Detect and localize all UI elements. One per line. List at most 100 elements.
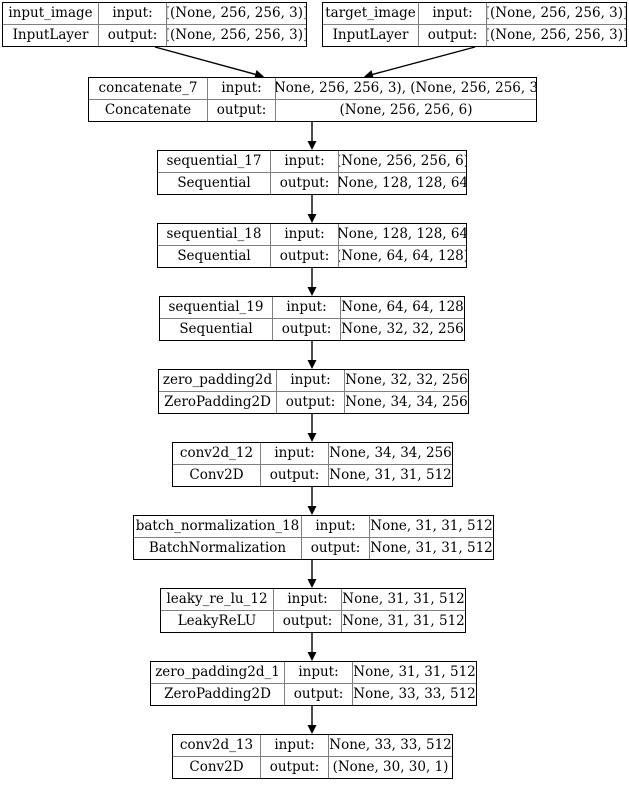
node-layer-class: ZeroPadding2D	[151, 684, 285, 705]
node-layer-name: zero_padding2d	[159, 370, 277, 391]
node-layer-class: LeakyReLU	[161, 611, 274, 632]
node-layer-name: concatenate_7	[89, 78, 208, 99]
node-layer-class: InputLayer	[323, 25, 419, 46]
node-layer-name: conv2d_12	[173, 443, 261, 464]
node-input-label: input:	[271, 224, 339, 245]
node-input-label: input:	[261, 443, 329, 464]
node-layer-class: BatchNormalization	[134, 538, 302, 559]
node-layer-class: ZeroPadding2D	[159, 392, 277, 413]
node-layer-name: zero_padding2d_1	[151, 662, 285, 683]
node-input-shape: [(None, 256, 256, 3)]	[487, 4, 626, 21]
node-input-shape: (None, 31, 31, 512)	[353, 663, 476, 680]
node-output-label: output:	[285, 684, 353, 705]
node-input-label: input:	[273, 297, 341, 318]
node-output-shape: (None, 64, 64, 128)	[339, 247, 466, 264]
node-layer-class: Sequential	[158, 246, 271, 267]
node-layer-class: Sequential	[160, 319, 273, 340]
arrowhead-icon-leaky_re_lu_12	[307, 579, 317, 588]
node-input-shape: (None, 34, 34, 256)	[329, 444, 452, 461]
edge-target_image-to-concatenate_7	[370, 46, 476, 76]
node-input-label: input:	[302, 516, 370, 537]
node-output-shape: (None, 256, 256, 6)	[339, 101, 473, 118]
arrowhead-icon-sequential_17	[307, 141, 317, 150]
node-output-label: output:	[274, 611, 342, 632]
node-output-shape: [(None, 256, 256, 3)]	[487, 26, 626, 43]
node-output-label: output:	[99, 25, 167, 46]
node-output-shape: (None, 31, 31, 512)	[370, 539, 493, 556]
node-output-shape: (None, 34, 34, 256)	[345, 393, 468, 410]
node-output-label: output:	[419, 25, 487, 46]
arrowhead-icon-zero_padding2d_1	[307, 652, 317, 661]
node-layer-class: InputLayer	[3, 25, 99, 46]
node-input-shape: (None, 256, 256, 6)	[339, 152, 466, 169]
node-layer-name: conv2d_13	[173, 735, 261, 756]
node-layer-class: Conv2D	[173, 465, 261, 486]
node-output-shape: (None, 32, 32, 256)	[341, 320, 464, 337]
node-layer-name: batch_normalization_18	[134, 516, 302, 537]
node-input-shape: (None, 32, 32, 256)	[345, 371, 468, 388]
node-output-shape: (None, 33, 33, 512)	[353, 685, 476, 702]
node-input-shape: (None, 128, 128, 64)	[339, 225, 466, 242]
node-input-label: input:	[274, 589, 342, 610]
node-output-shape: (None, 30, 30, 1)	[332, 758, 449, 775]
node-output-label: output:	[261, 465, 329, 486]
node-output-label: output:	[271, 173, 339, 194]
node-output-label: output:	[277, 392, 345, 413]
node-input-label: input:	[208, 78, 276, 99]
arrowhead-icon-sequential_18	[307, 214, 317, 223]
node-layer-name: leaky_re_lu_12	[161, 589, 274, 610]
node-output-label: output:	[302, 538, 370, 559]
node-input-shape: (None, 31, 31, 512)	[342, 590, 465, 607]
node-output-shape: (None, 31, 31, 512)	[329, 466, 452, 483]
node-input-shape: [(None, 256, 256, 3)]	[167, 4, 306, 21]
arrowhead-icon-conv2d_13	[307, 725, 317, 734]
node-input-shape: [(None, 256, 256, 3), (None, 256, 256, 3…	[276, 79, 536, 96]
node-output-label: output:	[271, 246, 339, 267]
node-layer-name: sequential_17	[158, 151, 271, 172]
node-input-label: input:	[277, 370, 345, 391]
node-layer-name: target_image	[323, 3, 419, 24]
node-output-shape: (None, 31, 31, 512)	[342, 612, 465, 629]
node-output-shape: [(None, 256, 256, 3)]	[167, 26, 306, 43]
node-input-shape: (None, 64, 64, 128)	[341, 298, 464, 315]
node-input-shape: (None, 33, 33, 512)	[329, 736, 452, 753]
arrowhead-icon-batch_normalization_18	[307, 506, 317, 515]
node-layer-name: input_image	[3, 3, 99, 24]
edge-input_image-to-concatenate_7	[154, 46, 258, 76]
node-input-shape: (None, 31, 31, 512)	[370, 517, 493, 534]
node-input-label: input:	[261, 735, 329, 756]
node-layer-class: Sequential	[158, 173, 271, 194]
